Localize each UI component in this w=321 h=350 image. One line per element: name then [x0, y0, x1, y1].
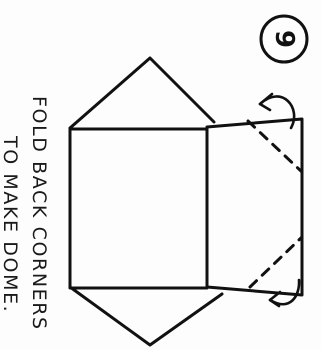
instruction-line-2: TO MAKE DOME.: [0, 135, 21, 313]
right-panel: [207, 119, 302, 295]
left-panel: [70, 129, 207, 288]
top-triangle-flap: [70, 58, 214, 128]
top-fold-arrowhead: [260, 94, 272, 110]
step-number: 9: [269, 30, 299, 48]
instruction-line-1: FOLD BACK CORNERS: [28, 96, 50, 331]
bottom-triangle-flap: [70, 287, 222, 345]
bottom-corner-fold-line: [250, 237, 302, 287]
top-corner-fold-line: [248, 121, 302, 172]
